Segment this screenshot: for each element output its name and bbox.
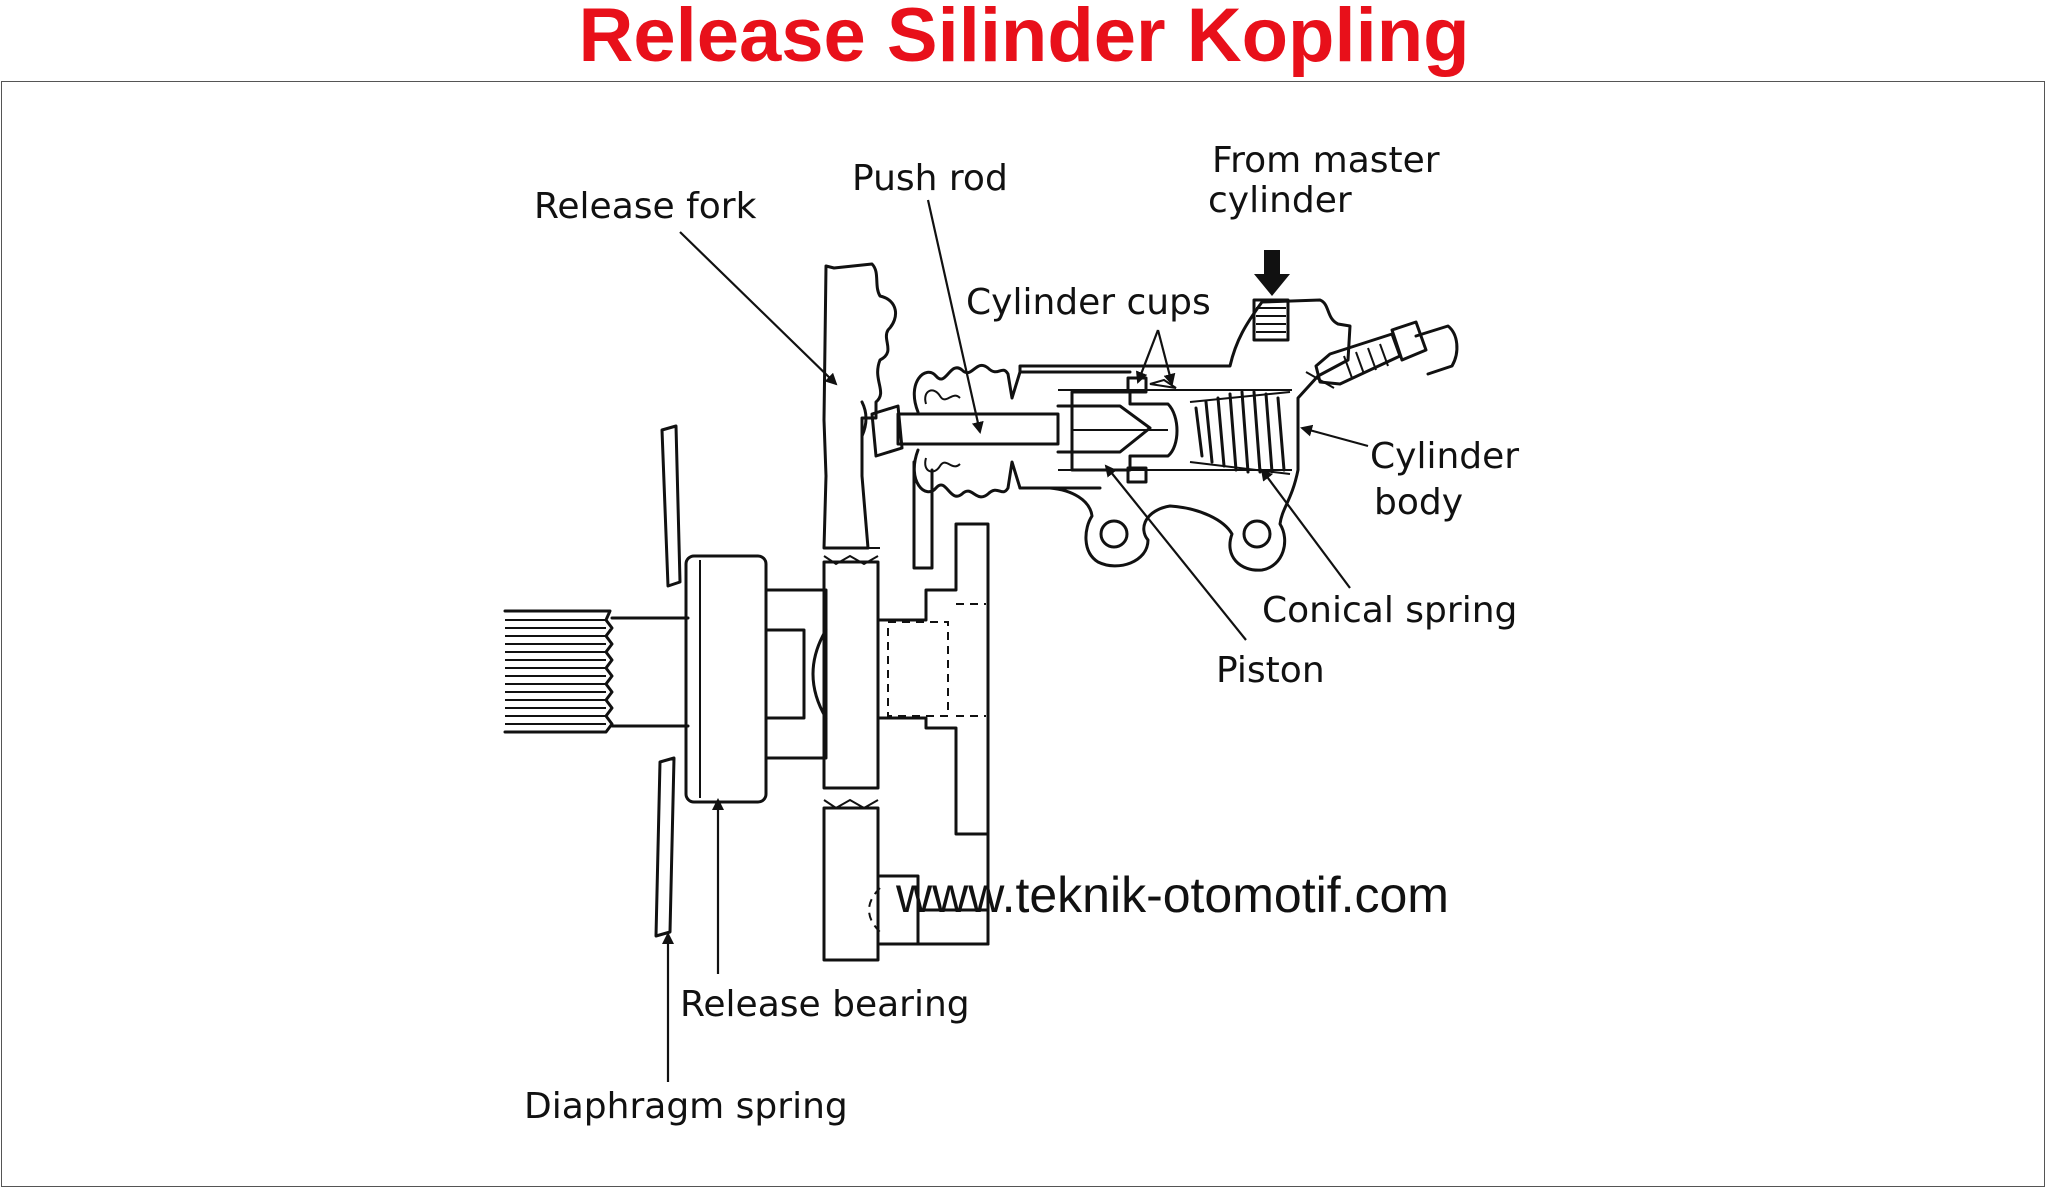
input-shaft [503,609,690,734]
leader-release-fork [679,231,838,386]
leader-piston [1104,464,1247,641]
watermark-url: www.teknik-otomotif.com [895,867,1449,923]
label-piston: Piston [1216,650,1325,691]
leader-cylinder-cups-2 [1156,329,1176,386]
leader-cylinder-body [1300,424,1369,448]
label-diaphragm-spring: Diaphragm spring [524,1086,848,1127]
label-push-rod: Push rod [852,158,1008,199]
diagram-frame [1,81,2045,1187]
release-bearing-drawing [684,554,828,804]
label-cylinder-body-line1: Cylinder [1370,436,1519,477]
label-cylinder-cups: Cylinder cups [966,282,1211,323]
release-cylinder-drawing [870,298,1459,572]
label-from-master-line1: From master [1212,140,1440,181]
leader-conical-spring [1260,468,1351,589]
label-from-master-line2: cylinder [1208,180,1352,221]
leader-cylinder-cups-1 [1135,329,1160,384]
label-release-fork: Release fork [534,186,757,227]
clutch-housing-drawing [868,522,990,946]
leader-push-rod [926,199,984,434]
release-fork-drawing [822,262,897,962]
label-cylinder-body-line2: body [1374,482,1463,523]
fluid-inlet-arrow-icon [1254,250,1290,296]
label-conical-spring: Conical spring [1262,590,1517,631]
diaphragm-spring-drawing [654,424,682,938]
label-release-bearing: Release bearing [680,984,970,1025]
page-title: Release Silinder Kopling [578,0,1470,78]
